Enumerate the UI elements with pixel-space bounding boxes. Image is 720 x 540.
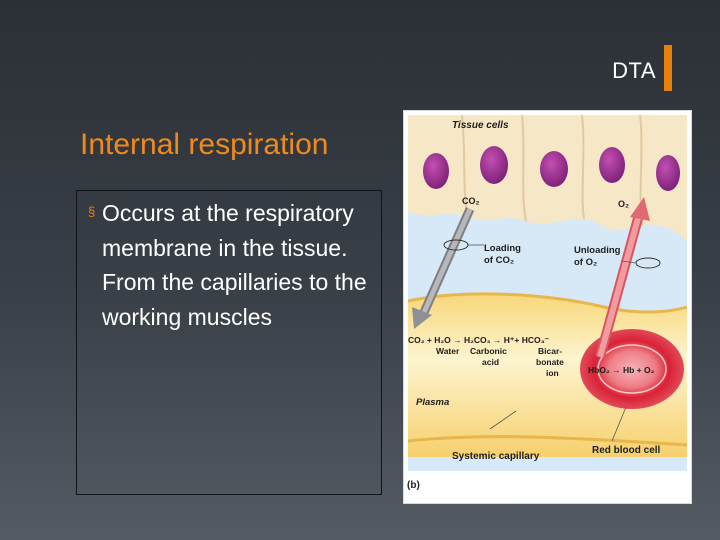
- carbonic-label-line1: Carbonic: [470, 346, 507, 356]
- carbonic-label-line2: acid: [482, 357, 499, 367]
- bullet-marker-icon: §: [88, 204, 96, 219]
- bicarbonate-label-line3: ion: [546, 368, 559, 378]
- accent-bar: [664, 45, 672, 91]
- systemic-capillary-label: Systemic capillary: [452, 451, 540, 462]
- unloading-label-line1: Unloading: [574, 245, 621, 256]
- co2-label: CO₂: [462, 196, 480, 206]
- header-label: DTA: [612, 58, 656, 83]
- loading-label-line1: Loading: [484, 243, 521, 254]
- figure-label: (b): [407, 480, 420, 491]
- tissue-cells: [408, 114, 687, 241]
- water-label: Water: [436, 346, 460, 356]
- slide-title: Internal respiration: [80, 128, 329, 161]
- bicarbonate-label-line1: Bicar-: [538, 346, 562, 356]
- bicarbonate-label-line2: bonate: [536, 357, 564, 367]
- hb-reaction-label: HbO₂ → Hb + O₂: [588, 365, 655, 375]
- red-blood-cell-label: Red blood cell: [592, 445, 661, 456]
- diagram-canvas: Tissue cells CO₂ O₂ Loading of CO₂ Unloa…: [407, 114, 688, 471]
- bullet-item: § Occurs at the respiratory membrane in …: [88, 196, 380, 334]
- bullet-text: Occurs at the respiratory membrane in th…: [102, 200, 367, 330]
- co2-arrow: [412, 207, 475, 329]
- plasma-label: Plasma: [416, 397, 449, 408]
- equation-label: CO₂ + H₂O → H₂CO₃ → H⁺+ HCO₃⁻: [408, 335, 550, 345]
- o2-arrow: [595, 197, 650, 359]
- loading-label-line2: of CO₂: [484, 255, 514, 266]
- unloading-label-line2: of O₂: [574, 257, 597, 268]
- tissue-cells-label: Tissue cells: [452, 120, 509, 131]
- content-box: [76, 190, 382, 495]
- o2-label: O₂: [618, 199, 629, 209]
- respiration-diagram: Tissue cells CO₂ O₂ Loading of CO₂ Unloa…: [403, 110, 692, 504]
